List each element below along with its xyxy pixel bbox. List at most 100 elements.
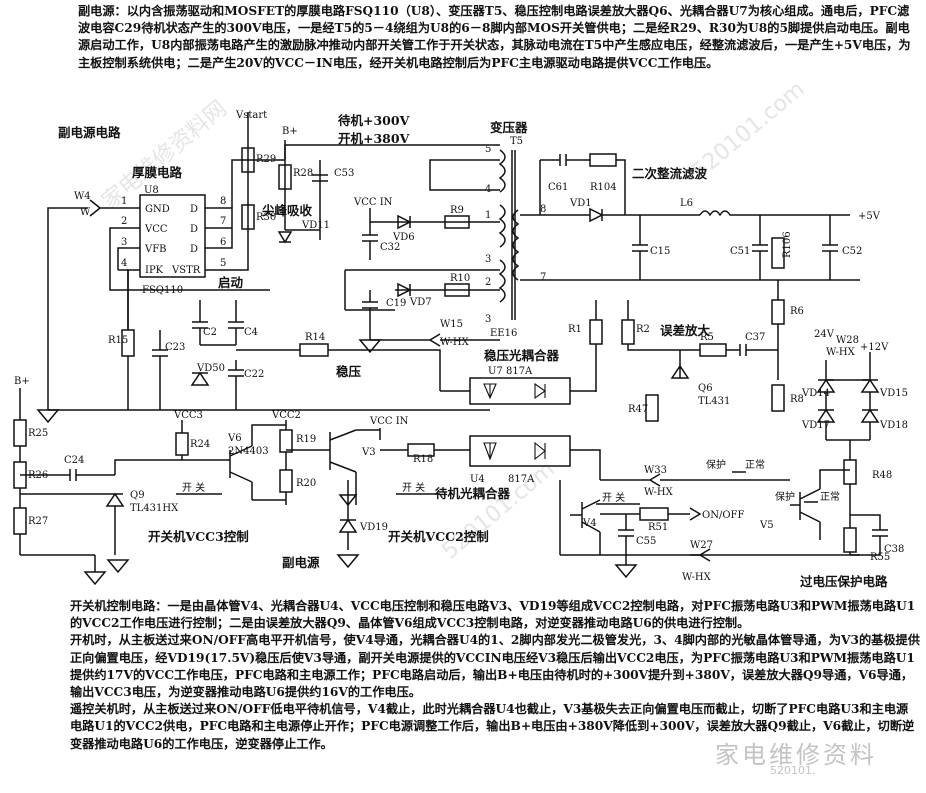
svg-text:R27: R27 [28, 516, 48, 527]
svg-text:W4: W4 [74, 191, 91, 202]
caption-on-380: 开机+380V [338, 131, 410, 146]
svg-text:TL431: TL431 [698, 396, 730, 407]
svg-text:R5: R5 [700, 332, 714, 343]
svg-text:V4: V4 [582, 518, 597, 529]
svg-text:R47: R47 [628, 404, 648, 415]
svg-text:VCC IN: VCC IN [353, 197, 393, 208]
svg-text:B+: B+ [282, 126, 298, 137]
svg-text:4: 4 [121, 258, 127, 269]
svg-text:VD50: VD50 [196, 363, 225, 374]
svg-text:保护: 保护 [775, 490, 795, 503]
caption-reg-optocoupler: 稳压光耦合器 [484, 348, 560, 363]
svg-text:VD18: VD18 [879, 420, 908, 431]
caption-standby-optocoupler: 待机光耦合器 [435, 486, 511, 501]
v4-switch: 开 关 V4 R51 ON/OFF C55 W33 W-HX W27 W-HX [559, 465, 860, 583]
svg-text:VCC3: VCC3 [173, 410, 203, 421]
svg-text:C51: C51 [730, 246, 750, 257]
svg-text:C53: C53 [334, 168, 354, 179]
svg-text:R1: R1 [568, 324, 582, 335]
svg-text:24V: 24V [814, 329, 835, 340]
watermark-site-url: 520101. [770, 764, 816, 777]
vcc3-switch-label: 开 关 [182, 481, 205, 494]
caption-transformer: 变压器 [490, 120, 528, 135]
caption-startup: 启动 [218, 275, 244, 290]
u8-chip: U8 GND VCC VFB IPK D D D VSTR FSQ110 1 2… [121, 185, 226, 296]
svg-text:R6: R6 [790, 306, 804, 317]
svg-text:VD6: VD6 [392, 232, 415, 243]
vcc3-control: B+ R25 R26 R27 C24 Q9 TL431HX VCC3 R24 V… [13, 376, 316, 586]
svg-text:W-HX: W-HX [682, 572, 712, 583]
svg-text:EE16: EE16 [490, 328, 517, 339]
caption-vcc3-control: 开关机VCC3控制 [148, 529, 249, 544]
svg-text:5: 5 [485, 144, 491, 155]
caption-vcc2-control: 开关机VCC2控制 [388, 529, 489, 544]
caption-error-amp: 误差放大 [660, 323, 711, 338]
svg-text:C19: C19 [386, 298, 406, 309]
svg-text:2: 2 [485, 277, 491, 288]
bottom-paragraph: 遥控关机时，从主板送过来ON/OFF低电平待机信号，V4截止，此时光耦合器U4也… [70, 702, 915, 751]
svg-text:W-HX: W-HX [440, 337, 470, 348]
svg-text:R10: R10 [450, 273, 470, 284]
svg-text:7: 7 [220, 216, 226, 227]
svg-text:W28: W28 [836, 335, 859, 346]
circuit-schematic: 家电维修资料网 520101.com 520101.com 副电源电路 厚膜电路… [13, 77, 908, 589]
svg-text:R15: R15 [108, 335, 128, 346]
watermark-url: 520101.com [438, 457, 560, 565]
bottom-paragraph: 开机时，从主板送过来ON/OFF高电平开机信号，使V4导通，光耦合器U4的1、2… [70, 633, 920, 700]
caption-thick-film: 厚膜电路 [132, 165, 183, 180]
svg-text:C4: C4 [244, 327, 258, 338]
svg-text:817A: 817A [508, 474, 535, 485]
svg-text:R48: R48 [872, 470, 892, 481]
svg-text:D: D [190, 244, 198, 255]
caption-overvoltage: 过电压保护电路 [800, 574, 888, 589]
u4-optocoupler: U4 817A [469, 435, 601, 485]
svg-text:B+: B+ [14, 376, 30, 387]
caption-spike-absorb: 尖峰吸收 [262, 203, 313, 218]
svg-text:VFB: VFB [144, 244, 167, 255]
svg-text:R18: R18 [413, 454, 433, 465]
vcc-in-section: VCC IN VD6 R9 C32 VD7 R10 C19 W15 W-HX [344, 197, 500, 354]
svg-text:5: 5 [220, 258, 226, 269]
svg-text:C61: C61 [548, 182, 568, 193]
svg-text:+12V: +12V [860, 342, 889, 353]
svg-text:R20: R20 [296, 478, 316, 489]
svg-text:U7 817A: U7 817A [488, 366, 533, 377]
svg-text:R9: R9 [450, 205, 464, 216]
svg-text:正常: 正常 [745, 458, 765, 471]
svg-text:R25: R25 [28, 428, 48, 439]
svg-text:T5: T5 [510, 136, 523, 147]
svg-text:C24: C24 [64, 455, 84, 466]
svg-text:3: 3 [485, 314, 491, 325]
svg-text:C55: C55 [636, 536, 656, 547]
svg-text:VD14: VD14 [801, 388, 830, 399]
intro-description: 副电源：以内含振荡驱动和MOSFET的厚膜电路FSQ110（U8）、变压器T5、… [78, 4, 911, 70]
svg-text:V5: V5 [759, 520, 774, 531]
svg-text:C15: C15 [650, 246, 670, 257]
svg-text:R30: R30 [256, 212, 276, 223]
feedback-network: R1 R2 R6 R5 C37 R8 Q6 TL431 R47 [568, 280, 804, 422]
bottom-paragraph: 开关机控制电路：一是由晶体管V4、光耦合器U4、VCC电压控制和稳压电路V3、V… [70, 599, 916, 631]
svg-text:R24: R24 [190, 439, 210, 450]
svg-text:R14: R14 [305, 332, 325, 343]
svg-text:C52: C52 [842, 246, 862, 257]
bottom-description: 开关机控制电路：一是由晶体管V4、光耦合器U4、VCC电压控制和稳压电路V3、V… [70, 598, 920, 753]
svg-text:W15: W15 [440, 319, 463, 330]
svg-text:R104: R104 [590, 182, 617, 193]
svg-text:D: D [190, 224, 198, 235]
svg-text:R2: R2 [636, 324, 650, 335]
overvoltage-protection: 保护 正常 保护 正常 V5 24V W28 W-HX +12V VD14 VD… [706, 329, 908, 563]
svg-text:W: W [80, 207, 91, 218]
svg-text:VD19: VD19 [359, 522, 388, 533]
svg-text:VCC2: VCC2 [271, 410, 301, 421]
svg-text:R8: R8 [790, 394, 804, 405]
svg-text:8: 8 [540, 204, 546, 215]
svg-text:D: D [190, 204, 198, 215]
watermark-site-logo: 家电维修资料 [715, 741, 877, 769]
caption-rectifier-filter: 二次整流滤波 [632, 166, 708, 181]
svg-text:V6: V6 [227, 433, 242, 444]
secondary-rectifier: C61 R104 VD1 L6 +5V C15 C51 R106 C52 [520, 153, 881, 281]
svg-text:C23: C23 [165, 342, 185, 353]
svg-text:VCC IN: VCC IN [369, 416, 409, 427]
svg-text:保护: 保护 [706, 458, 726, 471]
caption-standby-300: 待机+300V [338, 113, 410, 128]
